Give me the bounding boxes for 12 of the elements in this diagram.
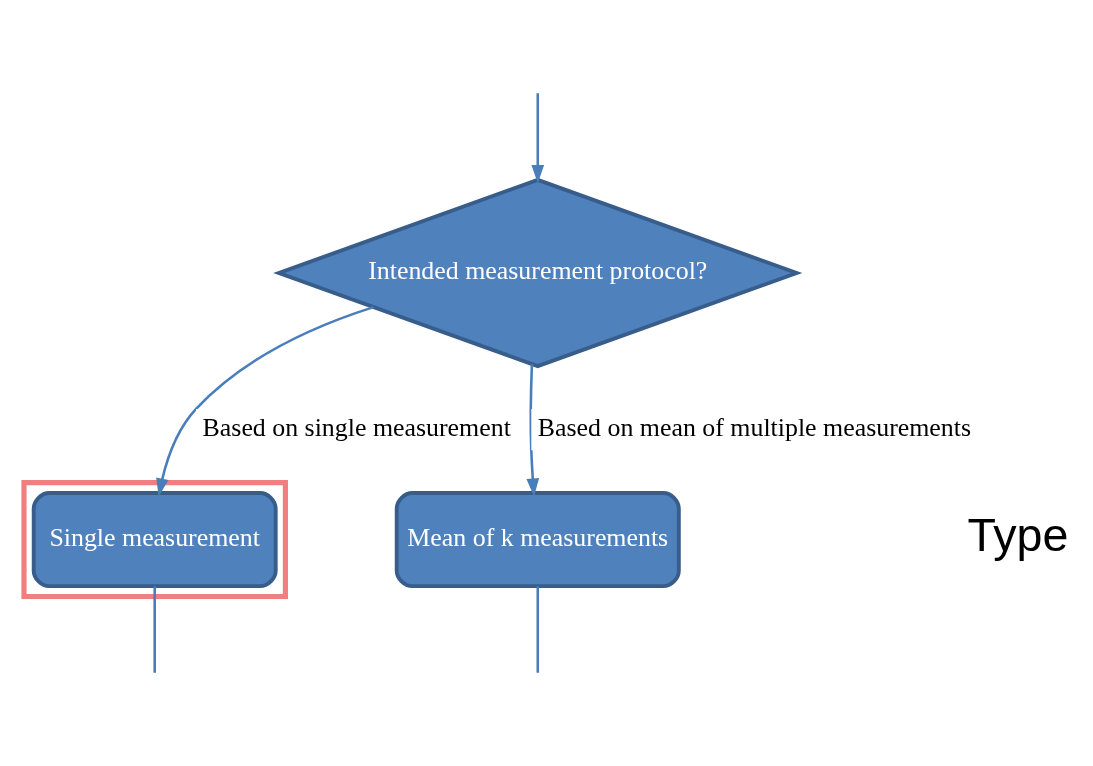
arrow [156,305,374,497]
edge-label: Based on single measurement [202,413,511,443]
node-box: Single measurement [31,491,278,589]
label: Type [967,508,1069,561]
arrow [526,364,540,497]
edge-label: Based on mean of multiple measurements [537,413,972,443]
connector [153,586,156,673]
cluster [21,480,288,600]
node-box: Mean of k measurements [394,491,681,589]
arrow [531,93,545,184]
connector [536,586,540,673]
node-diamond: Intended measurement protocol? [273,177,803,369]
